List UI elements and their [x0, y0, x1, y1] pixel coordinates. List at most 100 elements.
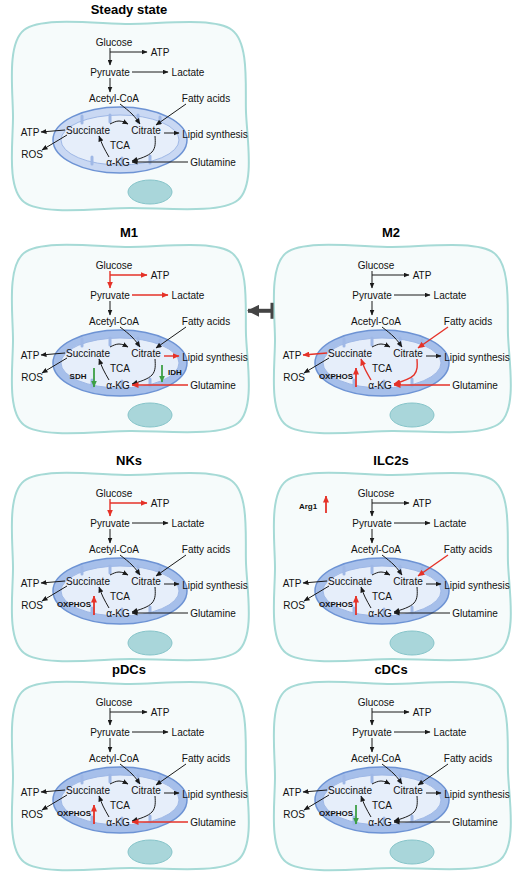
metabolite-label: Lipid synthesis	[182, 129, 248, 140]
crista	[159, 117, 162, 123]
nucleus	[390, 631, 434, 655]
crista	[399, 566, 402, 573]
metabolite-label: Citrate	[131, 785, 160, 796]
enzyme-label: IDH	[168, 369, 182, 378]
flux-arrow	[304, 586, 329, 601]
flux-arrow	[426, 356, 441, 357]
flux-arrow	[382, 764, 402, 784]
flux-arrow	[164, 793, 179, 794]
flux-arrow	[394, 732, 430, 733]
nucleus	[390, 403, 434, 427]
mitochondrion: SuccinateCitrateTCAOXPHOSα-KG	[314, 766, 450, 834]
flux-arrow	[394, 295, 430, 296]
flux-arrow	[164, 584, 179, 585]
crista	[353, 817, 356, 824]
crista	[81, 776, 84, 783]
metabolite-label: ATP	[21, 127, 40, 138]
crista	[411, 816, 414, 823]
nucleus	[128, 840, 172, 864]
metabolite-label: TCA	[372, 363, 392, 374]
pathway-arrows	[272, 473, 510, 661]
upregulated-flux-arrow	[109, 271, 110, 288]
metabolite-label: Lactate	[434, 727, 467, 738]
cell-membrane	[12, 22, 249, 210]
flux-arrow	[132, 136, 155, 161]
crista	[109, 338, 112, 345]
metabolite-label: Glucose	[96, 697, 133, 708]
metabolite-label: Lipid synthesis	[182, 352, 248, 363]
metabolite-label: Citrate	[393, 785, 422, 796]
crista	[371, 338, 374, 345]
flux-arrow	[42, 135, 67, 150]
metabolite-label: Glutamine	[190, 608, 236, 619]
metabolite-label: Fatty acids	[182, 316, 230, 327]
metabolite-label: Citrate	[131, 348, 160, 359]
metabolite-label: Pyruvate	[90, 727, 129, 738]
metabolite-label: α-KG	[106, 817, 130, 828]
nucleus	[128, 403, 172, 427]
metabolite-label: Glutamine	[190, 157, 236, 168]
enzyme-label: Arg1	[299, 503, 317, 512]
crista	[149, 816, 152, 823]
regulation-arrow	[355, 368, 357, 387]
cell: SuccinateCitrateTCAOXPHOSα-KGpDCsGlucose…	[10, 682, 248, 870]
crista	[137, 338, 140, 345]
crista	[81, 339, 84, 346]
flux-arrow	[110, 344, 128, 347]
mitochondrion: SuccinateCitrateTCAα-KG	[52, 106, 188, 174]
metabolite-label: Glucose	[96, 488, 133, 499]
metabolite-label: Fatty acids	[182, 753, 230, 764]
outer-membrane	[315, 767, 449, 833]
cell-membrane	[12, 245, 249, 433]
metabolite-label: Lactate	[434, 518, 467, 529]
metabolite-label: TCA	[110, 800, 130, 811]
flux-arrow	[110, 738, 111, 752]
metabolite-label: Acetyl-CoA	[351, 753, 401, 764]
flux-arrow	[110, 78, 111, 92]
crista	[343, 567, 346, 574]
flux-arrow	[372, 738, 373, 752]
crista	[81, 116, 84, 123]
metabolite-label: Lactate	[434, 290, 467, 301]
metabolite-label: Glutamine	[452, 817, 498, 828]
crista	[353, 380, 356, 387]
flux-arrow	[418, 764, 448, 785]
cell-heading: M2	[382, 226, 400, 240]
regulation-arrow	[93, 805, 95, 824]
flux-arrow	[42, 795, 67, 810]
flux-arrow	[394, 822, 450, 823]
mitochondrion: SuccinateCitrateTCAOXPHOSα-KG	[314, 557, 450, 625]
crista	[371, 566, 374, 573]
flux-arrow	[110, 712, 147, 713]
metabolite-label: Pyruvate	[90, 518, 129, 529]
flux-arrow	[372, 712, 409, 713]
flux-arrow	[132, 523, 168, 524]
flux-arrow	[132, 732, 168, 733]
outer-membrane	[53, 107, 187, 173]
metabolite-label: ATP	[283, 578, 302, 589]
upregulated-flux-arrow	[109, 499, 110, 516]
regulation-arrow	[93, 368, 95, 387]
metabolite-label: Succinate	[66, 125, 110, 136]
cell-heading: NKs	[116, 454, 142, 468]
mitochondrion: SuccinateCitrateTCAOXPHOSα-KG	[52, 766, 188, 834]
flux-arrow	[99, 359, 109, 380]
flux-arrow	[304, 795, 329, 810]
metabolite-label: Lipid synthesis	[444, 352, 510, 363]
metabolite-label: Lipid synthesis	[444, 580, 510, 591]
metabolite-label: Citrate	[393, 576, 422, 587]
metabolite-label: Glutamine	[452, 380, 498, 391]
flux-arrow	[372, 499, 373, 516]
metabolite-label: ROS	[21, 600, 43, 611]
metabolite-label: α-KG	[368, 608, 392, 619]
metabolite-label: α-KG	[368, 817, 392, 828]
metabolite-label: Acetyl-CoA	[89, 753, 139, 764]
mitochondrion: SuccinateCitrateTCAOXPHOSα-KG	[314, 329, 450, 397]
metabolite-label: Succinate	[66, 348, 110, 359]
flux-arrow	[372, 301, 373, 315]
cell-heading: pDCs	[112, 663, 146, 677]
flux-arrow	[394, 796, 417, 821]
metabolite-label: Lactate	[172, 290, 205, 301]
flux-arrow	[99, 136, 109, 157]
